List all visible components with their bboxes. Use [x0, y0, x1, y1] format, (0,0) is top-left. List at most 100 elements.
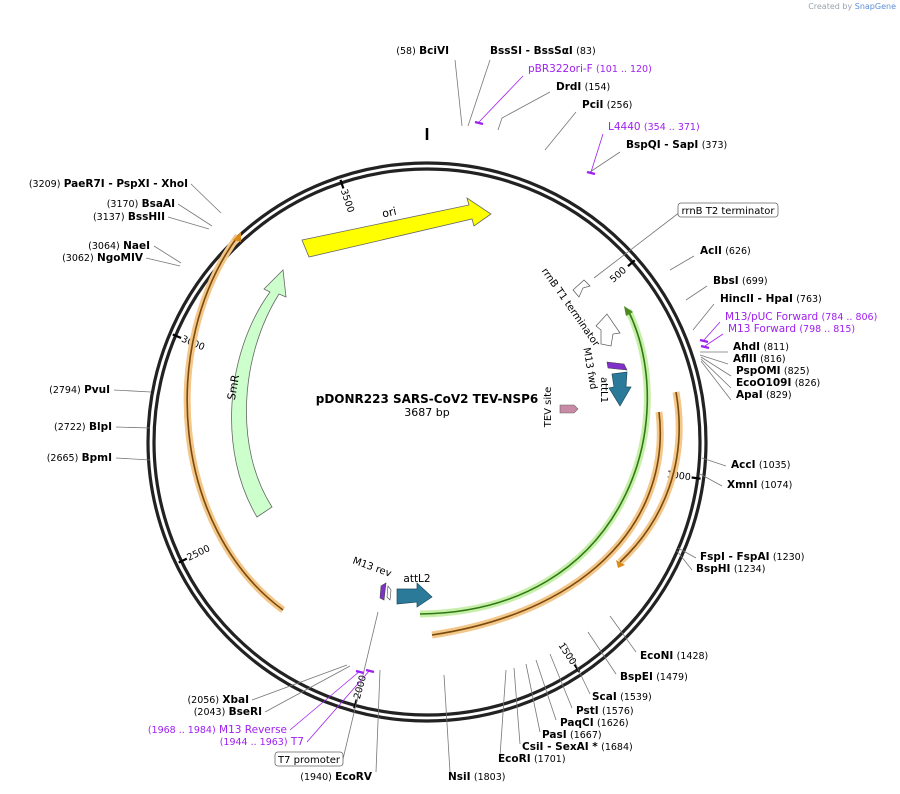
site-leader [251, 664, 348, 701]
site-label[interactable]: AhdI (811) [733, 341, 789, 353]
m13-fwd-feature[interactable] [606, 361, 628, 371]
site-label[interactable]: BspQI - SapI (373) [626, 139, 727, 151]
primer-label[interactable]: (1944 .. 1963) T7 [220, 736, 304, 748]
site-leader [700, 358, 732, 389]
site-label[interactable]: ScaI (1539) [592, 691, 652, 703]
label-position: (1803) [474, 772, 506, 783]
site-label[interactable]: PasI (1667) [542, 729, 602, 741]
site-leader [454, 59, 463, 127]
label-position: (373) [702, 140, 728, 151]
site-label[interactable]: (3062) NgoMIV [62, 252, 144, 264]
site-label[interactable]: BbsI (699) [713, 275, 768, 287]
site-label[interactable]: EcoO109I (826) [736, 377, 820, 389]
tick-label-2500: 2500 [185, 543, 212, 563]
site-label[interactable]: FspI - FspAI (1230) [700, 551, 804, 563]
site-label[interactable]: NsiI (1803) [448, 771, 505, 783]
t7-promoter-label[interactable]: T7 promoter [277, 755, 341, 766]
label-name: AccI [731, 459, 755, 471]
label-name: BspHI [696, 563, 730, 575]
site-leader [167, 216, 210, 230]
site-label[interactable]: PciI (256) [582, 99, 632, 111]
orf-right-arrowhead [616, 560, 625, 568]
primer-leader [703, 321, 721, 341]
site-label[interactable]: BssSI - BssSαI (83) [490, 45, 596, 57]
primer-label[interactable]: M13 Forward (798 .. 815) [728, 323, 855, 335]
site-label[interactable]: CsiI - SexAI * (1684) [522, 741, 633, 753]
site-leader [375, 669, 381, 773]
site-label[interactable]: EcoNI (1428) [640, 650, 708, 662]
label-position: (1626) [597, 718, 629, 729]
attl1-label: attL1 [598, 377, 609, 403]
smr-feature[interactable] [231, 269, 287, 518]
label-name: AhdI [733, 341, 760, 353]
orf-green-arc[interactable] [419, 308, 651, 618]
site-label[interactable]: AccI (1035) [731, 459, 790, 471]
site-leader [677, 547, 697, 559]
site-label[interactable]: PspOMI (825) [736, 365, 809, 377]
site-label[interactable]: (3209) PaeR7I - PspXI - XhoI [29, 178, 188, 190]
site-label[interactable]: (2722) BlpI [54, 421, 112, 433]
site-label[interactable]: BspEI (1479) [620, 671, 688, 683]
site-label[interactable]: (2056) XbaI [187, 694, 249, 706]
label-position: (1479) [656, 672, 688, 683]
primer-label[interactable]: (1968 .. 1984) M13 Reverse [148, 724, 287, 736]
site-label[interactable]: (2665) BpmI [47, 452, 112, 464]
orf-left-arrowhead [233, 232, 241, 242]
primer-marker [474, 120, 484, 126]
attl2-feature[interactable] [396, 582, 433, 608]
site-label[interactable]: AflII (816) [733, 353, 786, 365]
site-label[interactable]: (2043) BseRI [194, 706, 262, 718]
site-label[interactable]: (1940) EcoRV [300, 771, 373, 783]
site-label[interactable]: (58) BciVI [396, 45, 449, 57]
label-position: (798 .. 815) [799, 324, 855, 335]
label-name: AclI [700, 245, 722, 257]
site-label[interactable]: (3064) NaeI [88, 240, 150, 252]
ori-feature[interactable] [301, 197, 492, 258]
orf-right-arc-b[interactable] [431, 411, 664, 639]
label-name: DrdI [556, 81, 581, 93]
site-label[interactable]: (3137) BssHII [93, 211, 165, 223]
tev-site-feature[interactable] [559, 404, 579, 414]
attl2-label: attL2 [403, 573, 430, 585]
primer-label[interactable]: L4440 (354 .. 371) [608, 121, 700, 133]
site-label[interactable]: BspHI (1234) [696, 563, 765, 575]
label-position: (1428) [677, 651, 709, 662]
site-leader [699, 354, 729, 365]
site-label[interactable]: AclI (626) [700, 245, 751, 257]
site-label[interactable]: (3170) BsaAI [107, 198, 175, 210]
rrnb-t2-feature[interactable] [572, 279, 591, 298]
boxed-label-leader [342, 611, 379, 760]
primer-label[interactable]: pBR322ori-F (101 .. 120) [528, 63, 652, 75]
label-name: BpmI [82, 452, 112, 464]
label-position: (83) [576, 46, 596, 57]
orf-left-arc-core [186, 235, 284, 611]
tick-3500 [339, 179, 345, 189]
attl1-feature[interactable] [608, 371, 632, 407]
m13-rev-feature[interactable] [379, 582, 387, 601]
site-label[interactable]: PaqCI (1626) [560, 717, 629, 729]
label-position: (1539) [620, 692, 652, 703]
site-label[interactable]: ApaI (829) [736, 389, 792, 401]
label-position: (1944 .. 1963) [220, 737, 288, 748]
site-label[interactable]: PstI (1576) [576, 705, 634, 717]
rrnb-t2-terminator-label[interactable]: rrnB T2 terminator [681, 206, 775, 217]
label-position: (101 .. 120) [596, 64, 652, 75]
site-label[interactable]: HincII - HpaI (763) [720, 293, 822, 305]
backbone-inner [152, 167, 702, 717]
label-name: BspQI - SapI [626, 139, 698, 151]
rrnb-t1-feature[interactable] [595, 313, 621, 347]
primer-label[interactable]: M13/pUC Forward (784 .. 806) [725, 311, 877, 323]
label-position: (1684) [601, 742, 633, 753]
site-label[interactable]: XmnI (1074) [727, 479, 792, 491]
site-label[interactable]: (2794) PvuI [49, 384, 110, 396]
label-name: PasI [542, 729, 567, 741]
site-label[interactable]: EcoRI (1701) [498, 753, 566, 765]
label-position: (2043) [194, 707, 226, 718]
label-name: ApaI [736, 389, 763, 401]
label-position: (1576) [602, 706, 634, 717]
label-position: (1074) [761, 480, 793, 491]
label-name: XmnI [727, 479, 757, 491]
label-position: (1667) [570, 730, 602, 741]
label-position: (825) [784, 366, 810, 377]
site-label[interactable]: DrdI (154) [556, 81, 610, 93]
